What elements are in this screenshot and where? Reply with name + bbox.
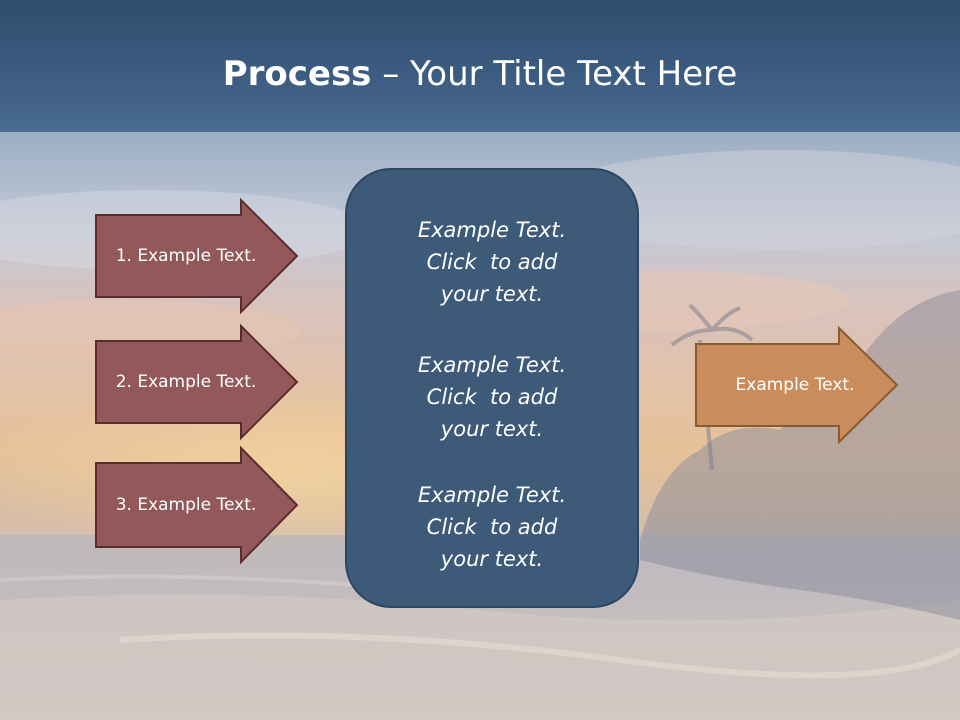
text-line: Example Text. [417,483,567,507]
arrow-label: 3. Example Text. [115,495,257,515]
arrow-label: 1. Example Text. [115,246,257,266]
arrow-shape [95,445,299,565]
text-block-1: Example Text. Click to add your text. [347,214,637,310]
arrow-label: Example Text. [735,375,855,395]
arrow-step-1[interactable]: 1. Example Text. [95,197,299,315]
arrow-shape [695,325,899,445]
text-line: your text. [440,282,544,306]
text-line: Example Text. [417,353,567,377]
arrow-label: 2. Example Text. [115,372,257,392]
text-block-3: Example Text. Click to add your text. [347,479,637,575]
arrow-shape [95,323,299,441]
text-line: Click to add [426,515,558,539]
title-rest: – Your Title Text Here [371,54,738,94]
text-line: Click to add [426,250,558,274]
text-line: Click to add [426,385,558,409]
center-content-box[interactable]: Example Text. Click to add your text. Ex… [345,168,639,608]
arrow-result[interactable]: Example Text. [695,325,899,445]
text-line: your text. [440,417,544,441]
arrow-shape [95,197,299,315]
text-line: your text. [440,547,544,571]
text-line: Example Text. [417,218,567,242]
arrow-step-3[interactable]: 3. Example Text. [95,445,299,565]
slide-title[interactable]: Process – Your Title Text Here [0,52,960,96]
title-bold: Process [222,54,372,94]
text-block-2: Example Text. Click to add your text. [347,349,637,445]
title-band [0,0,960,132]
arrow-step-2[interactable]: 2. Example Text. [95,323,299,441]
